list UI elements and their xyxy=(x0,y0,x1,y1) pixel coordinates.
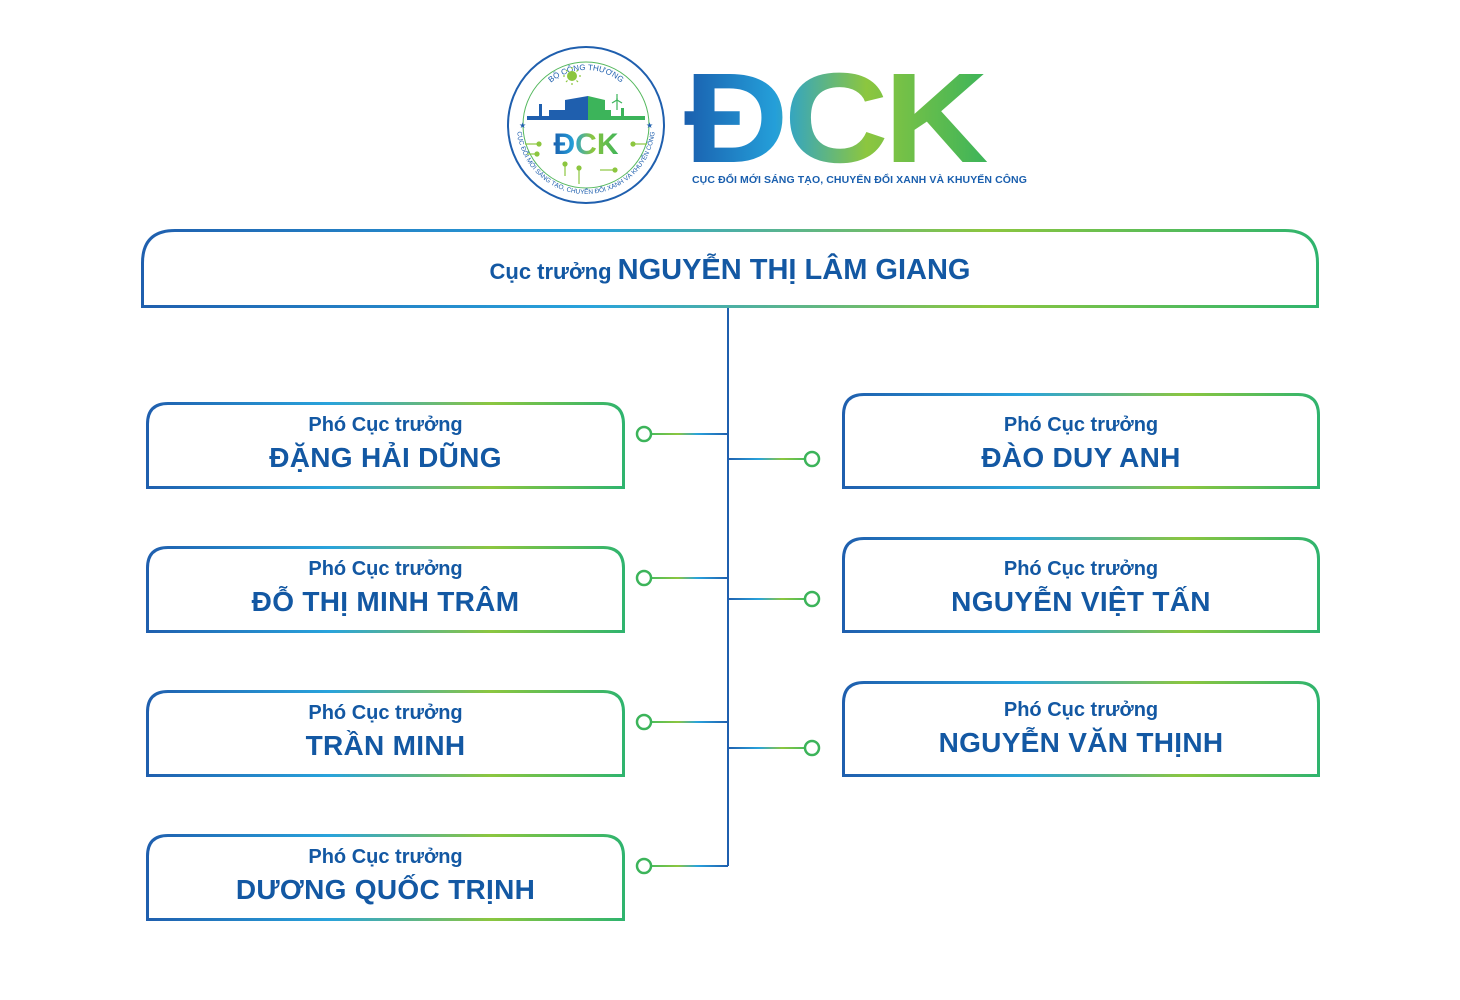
wordmark-text: ĐCK xyxy=(684,58,988,170)
seal-logo: BỘ CÔNG THƯƠNG CỤC ĐỔI MỚI SÁNG TẠO, CHU… xyxy=(505,44,667,206)
node-dot xyxy=(635,857,653,875)
node-dot xyxy=(635,713,653,731)
node-dot xyxy=(635,569,653,587)
deputy-name: ĐẶNG HẢI DŨNG xyxy=(269,442,502,473)
deputy-role: Phó Cục trưởng xyxy=(308,702,463,724)
director-box[interactable]: Cục trưởng NGUYỄN THỊ LÂM GIANG xyxy=(141,229,1319,308)
deputy-role: Phó Cục trưởng xyxy=(1003,414,1159,436)
deputy-name: NGUYỄN VĂN THỊNH xyxy=(938,727,1224,758)
box-border xyxy=(842,681,1320,777)
dck-wordmark: ĐCK xyxy=(684,47,994,190)
deputy-name: TRẦN MINH xyxy=(305,730,466,761)
box-border xyxy=(146,690,625,777)
node-dot xyxy=(635,425,653,443)
box-border xyxy=(146,402,625,489)
deputy-role: Phó Cục trưởng xyxy=(308,414,463,436)
box-border xyxy=(141,229,1319,308)
deputy-box[interactable]: Phó Cục trưởng ĐỖ THỊ MINH TRÂM xyxy=(146,546,625,633)
deputy-role: Phó Cục trưởng xyxy=(308,558,463,580)
box-border xyxy=(842,537,1320,633)
director-name: NGUYỄN THỊ LÂM GIANG xyxy=(617,254,971,286)
deputy-name: ĐỖ THỊ MINH TRÂM xyxy=(251,586,520,617)
deputy-name: NGUYỄN VIỆT TẤN xyxy=(951,586,1211,617)
deputy-role: Phó Cục trưởng xyxy=(1003,699,1159,721)
agency-subtitle: CỤC ĐỔI MỚI SÁNG TẠO, CHUYỂN ĐỔI XANH VÀ… xyxy=(692,174,1028,186)
svg-text:★: ★ xyxy=(646,121,653,130)
box-border xyxy=(146,546,625,633)
deputy-name: ĐÀO DUY ANH xyxy=(981,442,1181,473)
deputy-name: DƯƠNG QUỐC TRỊNH xyxy=(235,874,536,905)
deputy-role: Phó Cục trưởng xyxy=(308,846,463,868)
director-role: Cục trưởng xyxy=(489,259,612,284)
node-dot xyxy=(803,739,821,757)
deputy-role: Phó Cục trưởng xyxy=(1003,558,1159,580)
box-border xyxy=(842,393,1320,489)
node-dot xyxy=(803,590,821,608)
node-dot xyxy=(803,450,821,468)
svg-text:★: ★ xyxy=(519,121,526,130)
svg-text:ĐCK: ĐCK xyxy=(554,128,619,161)
box-border xyxy=(146,834,625,921)
